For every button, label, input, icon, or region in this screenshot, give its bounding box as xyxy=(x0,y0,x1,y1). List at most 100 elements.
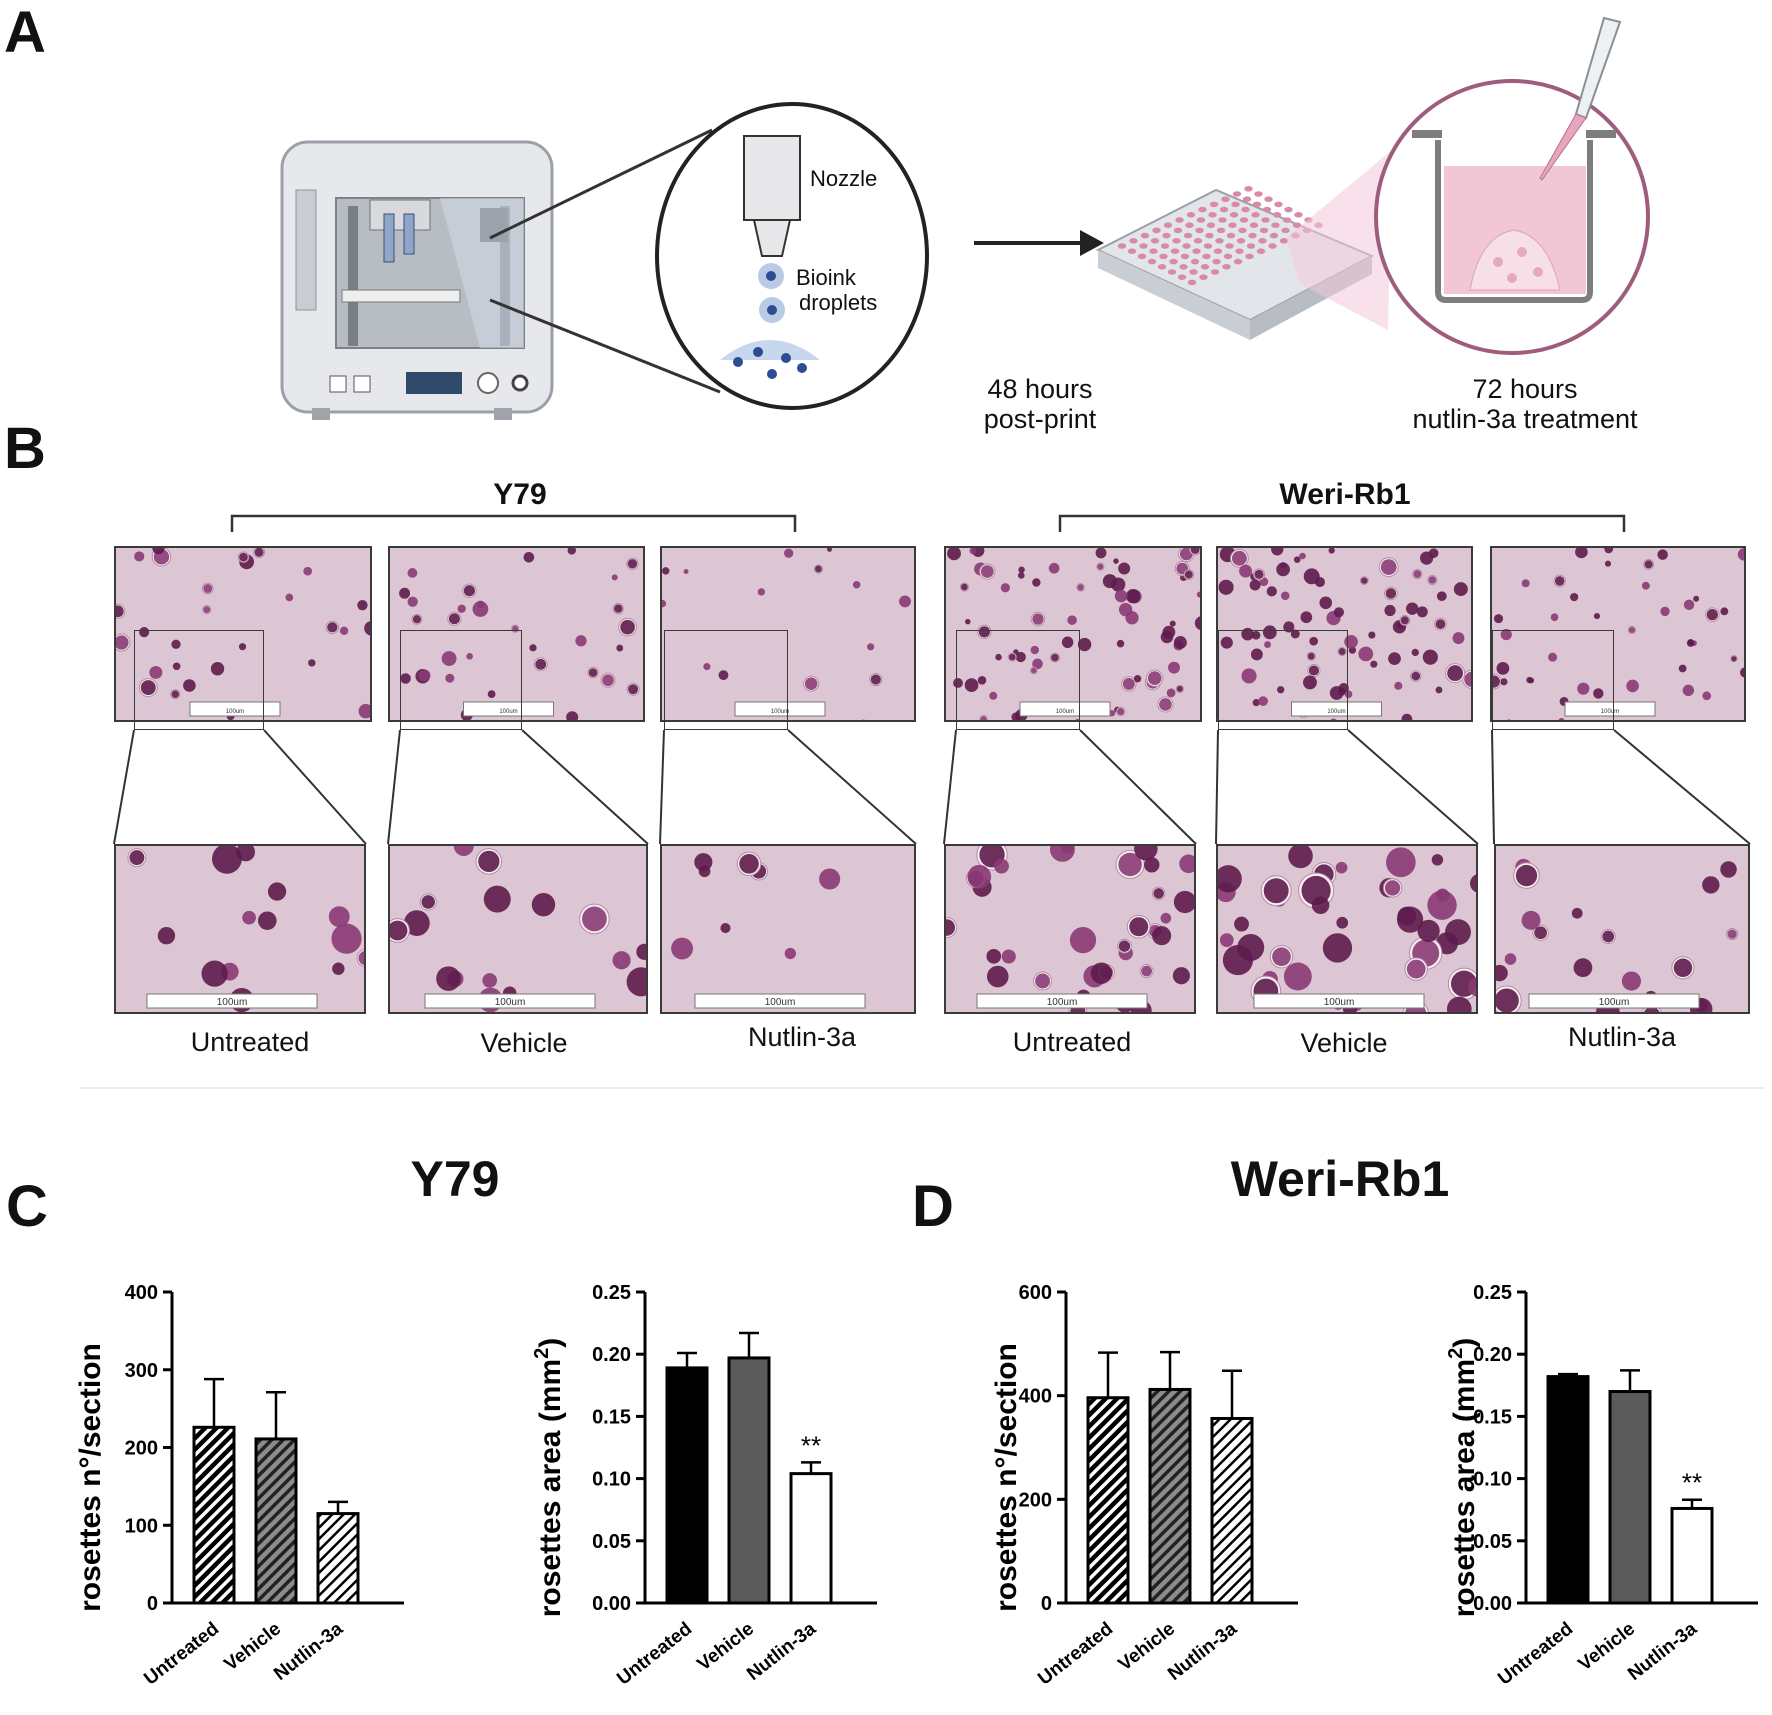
well xyxy=(1216,227,1226,234)
well xyxy=(1218,217,1227,223)
y-tick-label: 0.15 xyxy=(592,1406,631,1428)
well xyxy=(1182,243,1191,249)
post-print-line2: post-print xyxy=(983,404,1097,434)
well xyxy=(1262,206,1272,213)
well xyxy=(1245,253,1254,260)
well xyxy=(1239,217,1249,223)
well xyxy=(1269,232,1279,239)
well xyxy=(1248,232,1257,239)
well xyxy=(1199,274,1208,281)
bar-vehicle xyxy=(727,1356,771,1605)
y-tick-label: 0.10 xyxy=(592,1469,631,1491)
well xyxy=(1190,258,1200,265)
panel-a-schematic xyxy=(280,16,1650,420)
condition-label-weri-nutlin: Nutlin-3a xyxy=(1567,1022,1677,1052)
scale-bar-label: 100um xyxy=(499,709,517,715)
scale-bar-label: 100um xyxy=(217,997,248,1008)
bar-untreated xyxy=(665,1366,709,1605)
significance-marker: ** xyxy=(1682,1468,1702,1498)
well xyxy=(1193,238,1203,244)
micrograph-cells: 100um xyxy=(671,851,866,1009)
bar-untreated xyxy=(1546,1375,1590,1605)
condition-label-y79-untreated: Untreated xyxy=(190,1027,310,1057)
well xyxy=(1225,243,1234,249)
well xyxy=(1185,222,1194,228)
well xyxy=(1192,248,1201,254)
well xyxy=(1139,243,1148,249)
bar-untreated xyxy=(1086,1396,1130,1605)
well xyxy=(1229,212,1239,218)
well xyxy=(1212,258,1221,265)
micrograph-zoom-weri-untreated: 100um xyxy=(944,844,1196,1014)
panel-d-letter: D xyxy=(912,1174,954,1239)
bar-vehicle xyxy=(1608,1390,1652,1605)
zoom-connector xyxy=(943,729,957,845)
zoom-connector xyxy=(1613,729,1751,845)
well xyxy=(1233,258,1243,265)
well xyxy=(1251,212,1260,218)
panel-a-letter: A xyxy=(4,0,46,65)
well xyxy=(1271,222,1280,228)
micrograph-cells: 100um xyxy=(1218,548,1471,720)
bar-nutlin-3a xyxy=(1670,1506,1714,1605)
bar-nutlin-3a xyxy=(789,1472,833,1605)
micrograph-cells: 100um xyxy=(946,846,1194,1012)
well xyxy=(1223,253,1233,260)
y-tick-label: 0.25 xyxy=(1473,1282,1512,1304)
well xyxy=(1173,227,1183,234)
y-tick-label: 0.20 xyxy=(1473,1344,1512,1366)
well xyxy=(1152,227,1161,234)
micrograph-zoom-weri-vehicle: 100um xyxy=(1216,844,1478,1014)
droplets-label: Bioink droplets xyxy=(796,265,877,315)
nozzle-label: Nozzle xyxy=(810,166,878,191)
scale-bar-label: 100um xyxy=(1056,709,1074,715)
treatment-line2: nutlin-3a treatment xyxy=(1412,404,1638,434)
scale-bar-label: 100um xyxy=(765,997,796,1008)
well xyxy=(1258,238,1267,244)
scale-bar-label: 100um xyxy=(1324,997,1355,1008)
y-tick-label: 0.05 xyxy=(592,1531,631,1553)
well xyxy=(1231,201,1240,208)
well xyxy=(1236,238,1246,244)
well xyxy=(1147,258,1157,265)
zoom-connector xyxy=(1491,729,1495,845)
treatment-line1: 72 hours xyxy=(1472,374,1578,404)
micrograph-zoom-y79-nutlin: 100um xyxy=(660,844,916,1014)
y-tick-label: 0.05 xyxy=(1473,1531,1512,1553)
micrograph-overview-y79-untreated: 100um xyxy=(114,546,372,722)
well xyxy=(1259,227,1269,234)
y-tick-label: 200 xyxy=(1019,1489,1052,1511)
well xyxy=(1246,243,1256,249)
well xyxy=(1272,212,1282,218)
zoom-inset-box-weri-untreated xyxy=(956,630,1080,730)
well xyxy=(1172,238,1181,244)
well xyxy=(1241,206,1250,213)
well xyxy=(1127,248,1137,254)
zoom-inset-box-weri-nutlin xyxy=(1492,630,1614,730)
micrograph-overview-weri-nutlin: 100um xyxy=(1490,546,1746,722)
y-tick-label: 0.10 xyxy=(1473,1469,1512,1491)
well xyxy=(1180,253,1190,260)
micrograph-zoom-y79-untreated: 100um xyxy=(114,844,366,1014)
pipette-icon xyxy=(1539,16,1622,181)
y-axis-label: rosettes n°/section xyxy=(74,1343,107,1612)
y-tick-label: 0.00 xyxy=(592,1593,631,1615)
y-tick-label: 0 xyxy=(147,1593,158,1615)
significance-marker: ** xyxy=(801,1430,821,1460)
micrograph-overview-y79-vehicle: 100um xyxy=(388,546,645,722)
y-axis-label: rosettes area (mm2) xyxy=(1445,1338,1481,1618)
well xyxy=(1232,191,1242,197)
micrograph-overview-weri-vehicle: 100um xyxy=(1216,546,1473,722)
panel-d-title: Weri-Rb1 xyxy=(1230,1151,1450,1207)
micrograph-cells: 100um xyxy=(1218,846,1476,1012)
bar-vehicle xyxy=(254,1437,298,1605)
zoom-inset-box-y79-vehicle xyxy=(400,630,522,730)
scale-bar-label: 100um xyxy=(1601,709,1619,715)
well xyxy=(1198,206,1207,213)
well xyxy=(1162,232,1171,239)
x-tick-label: Nutlin-3a xyxy=(1624,1618,1701,1685)
y-tick-label: 600 xyxy=(1019,1282,1052,1304)
well xyxy=(1167,269,1177,275)
